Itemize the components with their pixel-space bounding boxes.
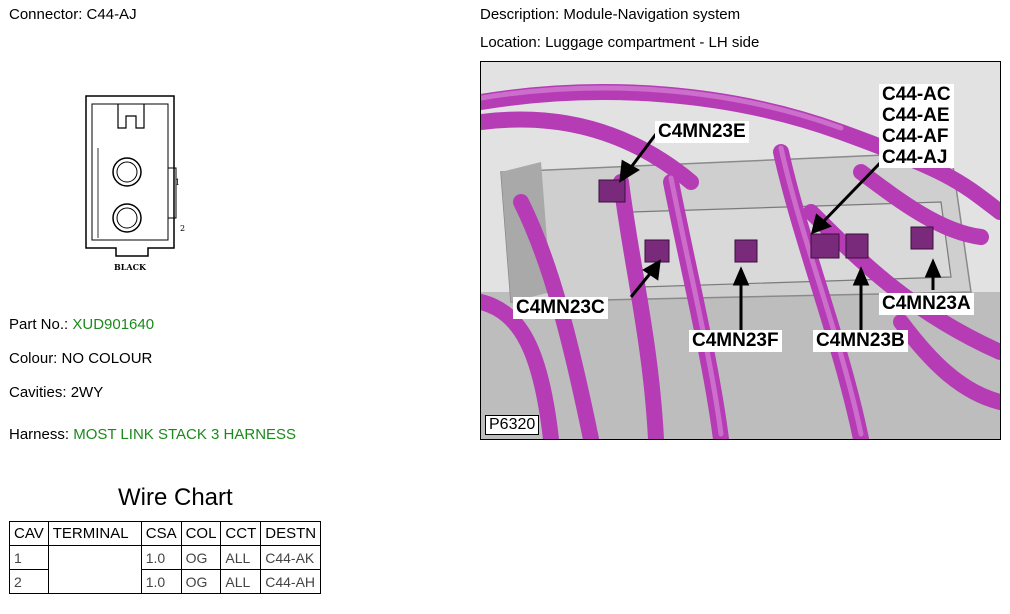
harness-line: Harness: MOST LINK STACK 3 HARNESS [9, 426, 296, 443]
cell-destn: C44-AH [260, 569, 322, 594]
cell-cct: ALL [220, 545, 262, 570]
callout-stack-item: C44-AJ [882, 147, 948, 168]
colour-line: Colour: NO COLOUR [9, 350, 152, 367]
part-no-link[interactable]: XUD901640 [72, 316, 155, 333]
callout-stack-item: C44-AF [882, 126, 949, 147]
connector-line: Connector: C44-AJ [9, 6, 137, 23]
cell-destn: C44-AK [260, 545, 322, 570]
description-line: Description: Module-Navigation system [480, 6, 740, 23]
photo-reference: P6320 [485, 415, 540, 435]
location-value: Luggage compartment - LH side [545, 34, 760, 51]
part-no-label: Part No.: [9, 316, 69, 333]
connector-value: C44-AJ [86, 6, 137, 23]
harness-link[interactable]: MOST LINK STACK 3 HARNESS [73, 426, 297, 443]
header-cct: CCT [220, 521, 262, 546]
wire-chart-table: CAV TERMINAL CSA COL CCT DESTN 1 1.0 OG … [9, 521, 322, 594]
callout-c4mn23f: C4MN23F [689, 330, 782, 352]
cell-cct: ALL [220, 569, 262, 594]
colour-value: NO COLOUR [61, 350, 153, 367]
harness-label: Harness: [9, 426, 70, 443]
location-photo: C44-AC C44-AE C44-AF C44-AJ C4MN23E C4MN… [480, 61, 1001, 440]
callout-stack-item: C44-AE [882, 105, 950, 126]
callout-c4mn23b: C4MN23B [813, 330, 908, 352]
cell-csa: 1.0 [140, 569, 182, 594]
table-header-row: CAV TERMINAL CSA COL CCT DESTN [9, 521, 322, 546]
location-label: Location: [480, 34, 541, 51]
callout-connector-stack: C44-AC C44-AE C44-AF C44-AJ [879, 84, 954, 168]
cell-col: OG [180, 545, 222, 570]
callout-c4mn23e: C4MN23E [655, 121, 749, 143]
cell-terminal [47, 545, 142, 594]
header-csa: CSA [140, 521, 182, 546]
wire-chart-title: Wire Chart [118, 484, 233, 511]
header-destn: DESTN [260, 521, 322, 546]
cell-cav: 1 [9, 545, 49, 570]
table-row: 1 1.0 OG ALL C44-AK [9, 545, 322, 594]
table-row: 2 1.0 OG ALL C44-AH [9, 569, 322, 594]
cavities-line: Cavities: 2WY [9, 384, 103, 401]
location-line: Location: Luggage compartment - LH side [480, 34, 759, 51]
callout-stack-item: C44-AC [882, 84, 951, 105]
connector-face-drawing: 1 2 BLACK [78, 88, 188, 283]
cavities-label: Cavities: [9, 384, 67, 401]
pin-label-2: 2 [180, 224, 185, 233]
part-no-line: Part No.: XUD901640 [9, 316, 154, 333]
cell-col: OG [180, 569, 222, 594]
connector-color-label: BLACK [114, 262, 147, 272]
cell-csa: 1.0 [140, 545, 182, 570]
connector-label: Connector: [9, 6, 83, 23]
header-col: COL [180, 521, 222, 546]
pin-label-1: 1 [175, 178, 180, 187]
cavities-value: 2WY [70, 384, 104, 401]
header-terminal: TERMINAL [47, 521, 142, 546]
cell-cav: 2 [9, 569, 49, 594]
colour-label: Colour: [9, 350, 58, 367]
header-cav: CAV [9, 521, 49, 546]
callout-c4mn23a: C4MN23A [879, 293, 974, 315]
description-value: Module-Navigation system [563, 6, 741, 23]
description-label: Description: [480, 6, 560, 23]
callout-c4mn23c: C4MN23C [513, 297, 608, 319]
